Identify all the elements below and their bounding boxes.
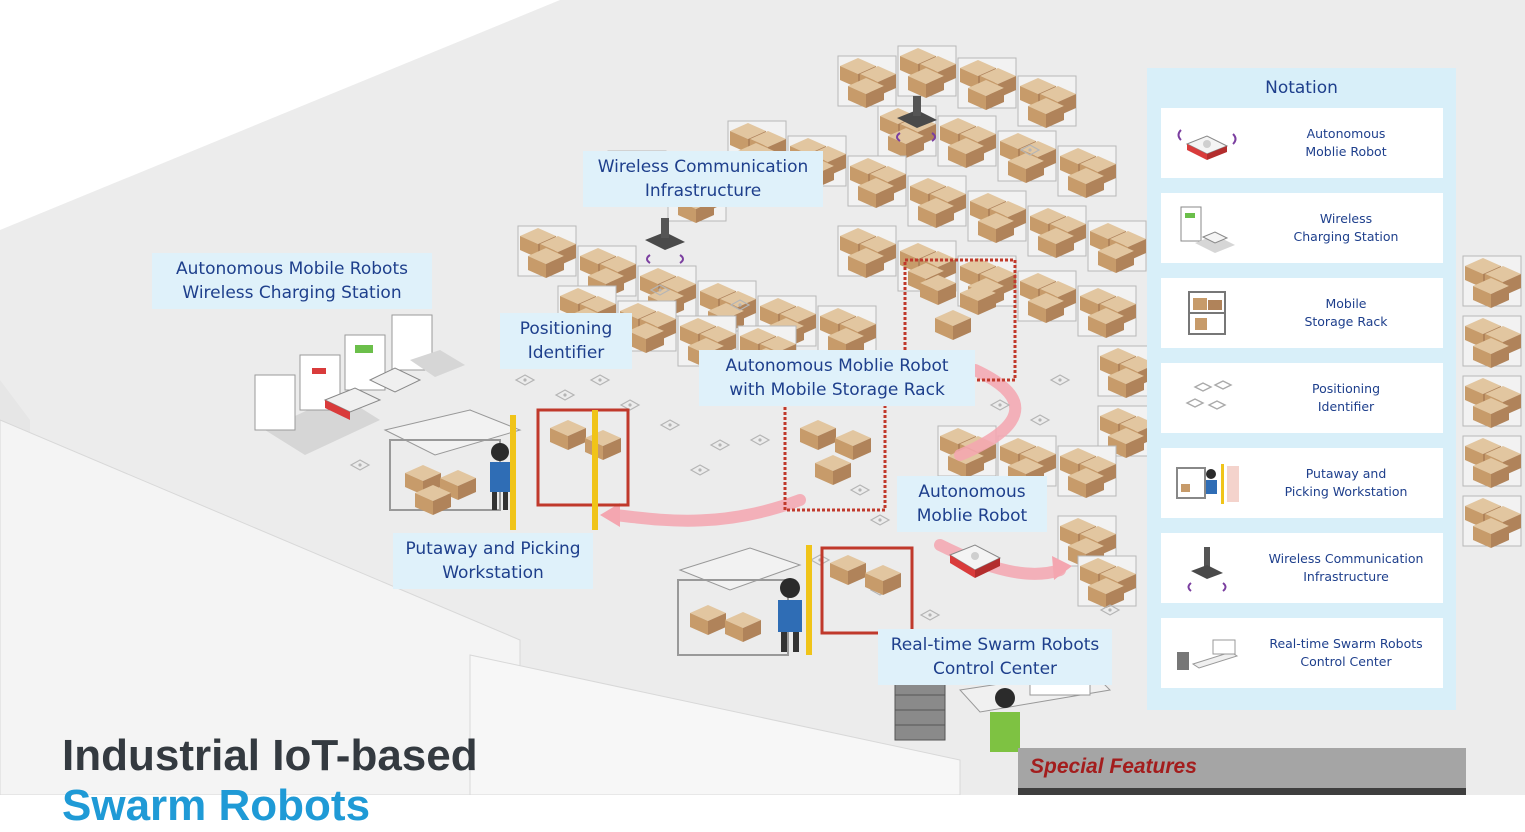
storage-rack-icon [1188,291,1226,335]
callout-line: Moblie Robot [916,506,1028,526]
callout-line: Autonomous [918,482,1026,502]
notation-item-storage-rack: Mobile Storage Rack [1161,278,1443,348]
special-features-header: Special Features [1018,748,1466,788]
notation-label: Mobile Storage Rack [1253,278,1439,348]
charging-station-icon [1180,206,1235,253]
notation-label-line: Infrastructure [1303,569,1389,584]
callout-line: Autonomous Mobile Robots [176,259,408,279]
floor-lower-block-2 [469,654,961,795]
notation-label: Wireless Charging Station [1253,193,1439,263]
notation-label-line: Wireless [1319,211,1373,226]
notation-label: Autonomous Moblie Robot [1253,108,1439,178]
notation-label-line: Identifier [1317,399,1375,414]
callout-line: Workstation [442,563,544,583]
callout-line: Control Center [932,659,1058,679]
notation-item-charging-station: Wireless Charging Station [1161,193,1443,263]
notation-item-control-center: Real-time Swarm Robots Control Center [1161,618,1443,688]
notation-label: Positioning Identifier [1253,363,1439,433]
path-arrowhead [600,503,620,527]
access-point-2 [896,96,937,142]
control-center-callout: Real-time Swarm Robots Control Center [878,629,1112,685]
callout-line: Real-time Swarm Robots [890,635,1100,655]
callout-line: Autonomous Moblie Robot [725,356,949,376]
notation-label-line: Storage Rack [1304,314,1388,329]
workstation-1 [383,408,630,530]
notation-legend: Notation Autonomous Moblie Robot Wireles… [1147,68,1456,710]
notation-title: Notation [1265,78,1338,98]
positioning-identifier-callout: Positioning Identifier [500,313,632,369]
callout-line: Wireless Charging Station [182,283,402,303]
notation-label-line: Putaway and [1305,466,1387,481]
robot-with-rack-callout: Autonomous Moblie Robot with Mobile Stor… [699,350,975,406]
mobile-robot-icon [1177,129,1237,160]
callout-line: Identifier [527,343,605,363]
notation-item-positioning: Positioning Identifier [1161,363,1443,433]
positioning-marker-icon [1185,380,1233,410]
notation-label-line: Autonomous [1306,126,1386,141]
wireless-access-point-icon [1187,547,1227,592]
charging-station-callout: Autonomous Mobile Robots Wireless Chargi… [152,253,432,309]
notation-label-line: Moblie Robot [1305,144,1387,159]
notation-label: Wireless Communication Infrastructure [1253,533,1439,603]
path-arrowhead-2 [1052,556,1072,580]
notation-label-line: Picking Workstation [1284,484,1408,499]
wireless-communication-callout: Wireless Communication Infrastructure [583,151,823,207]
page-title: Industrial IoT-based [62,731,478,780]
floor-lower-block [0,419,521,795]
notation-label-line: Charging Station [1293,229,1399,244]
notation-item-workstation: Putaway and Picking Workstation [1161,448,1443,518]
mobile-robot-callout: Autonomous Moblie Robot [897,476,1047,532]
callout-line: with Mobile Storage Rack [729,380,945,400]
special-features-label: Special Features [1030,755,1197,778]
notation-item-wireless-communication: Wireless Communication Infrastructure [1161,533,1443,603]
callout-line: Infrastructure [644,181,762,201]
control-center-icon [1177,639,1239,670]
callout-line: Positioning [519,319,613,339]
notation-label-line: Real-time Swarm Robots [1269,636,1423,651]
notation-label-line: Positioning [1312,381,1380,396]
notation-label-line: Mobile [1325,296,1367,311]
callout-line: Wireless Communication [597,157,809,177]
notation-item-mobile-robot: Autonomous Moblie Robot [1161,108,1443,178]
page-subtitle: Swarm Robots [62,781,371,830]
notation-label: Putaway and Picking Workstation [1253,448,1439,518]
mobile-robot [948,544,1002,578]
notation-label-line: Control Center [1300,654,1392,669]
workstation-2 [677,545,914,656]
special-features-strip [1018,788,1466,795]
workstation-icon [1176,464,1239,504]
workstation-callout: Putaway and Picking Workstation [393,533,593,589]
charging-stations [254,314,465,455]
notation-label: Real-time Swarm Robots Control Center [1253,618,1439,688]
notation-label-line: Wireless Communication [1268,551,1424,566]
callout-line: Putaway and Picking [405,539,581,559]
access-point-1 [645,218,685,264]
